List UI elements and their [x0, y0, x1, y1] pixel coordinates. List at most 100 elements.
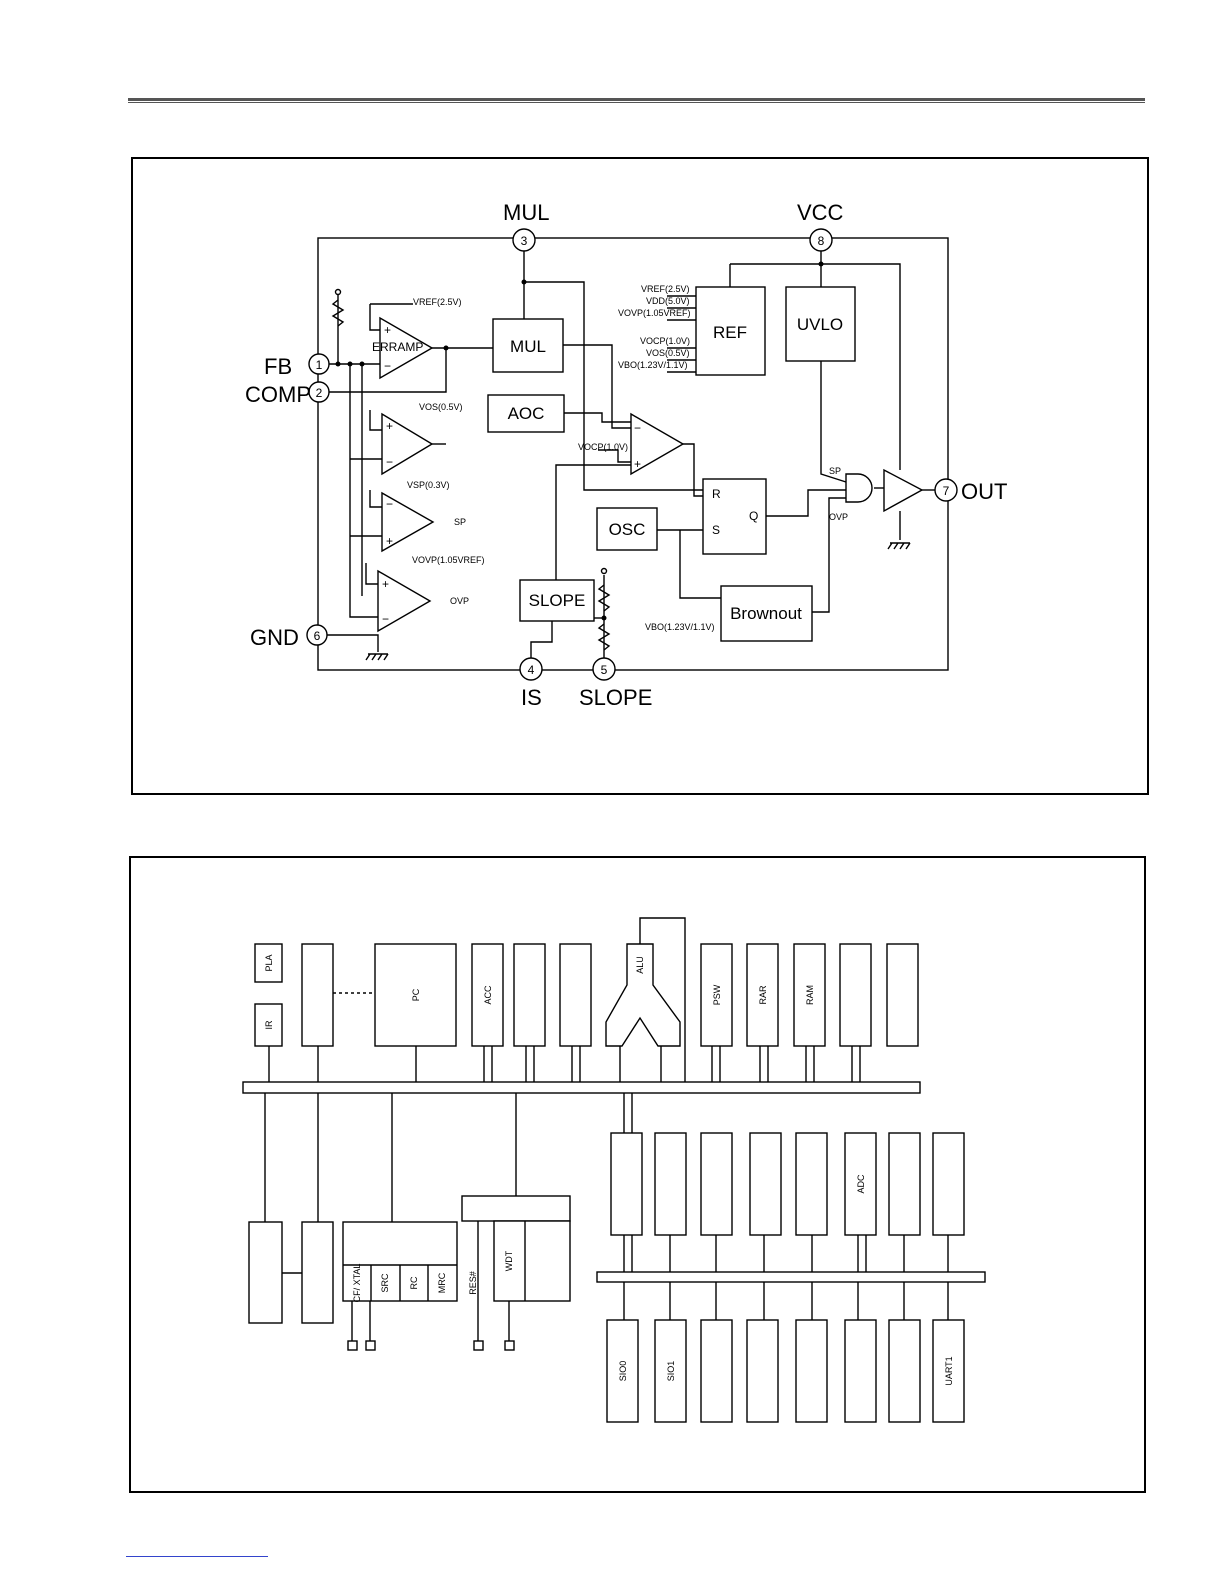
pin-label-gnd: GND	[250, 625, 299, 650]
erramp-plus: +	[384, 323, 391, 337]
wdt-label: WDT	[504, 1250, 514, 1271]
pin-label-vcc: VCC	[797, 200, 844, 225]
ocp-comp-minus: −	[634, 421, 641, 435]
sr-latch-block	[702, 478, 767, 555]
vos-comp-plus: +	[386, 419, 393, 433]
latch-s-label: S	[712, 523, 720, 537]
terminal-dot	[334, 288, 342, 296]
external-pin	[504, 1340, 515, 1351]
osc-block	[596, 507, 658, 551]
ref-vos-label: VOS(0.5V)	[646, 348, 690, 358]
pc-label: PC	[411, 988, 421, 1001]
mid-block-3	[700, 1132, 733, 1236]
pin-2-number: 2	[316, 386, 323, 400]
vovp-label: VOVP(1.05VREF)	[412, 555, 485, 565]
pfc-controller-diagram: 1 2 3 8 6 4 5 7 MUL VCC FB COMP GND OUT …	[245, 200, 1007, 710]
output-driver	[883, 468, 924, 513]
latch-r-label: R	[712, 487, 721, 501]
top-block-6	[559, 943, 592, 1047]
aoc-block	[487, 394, 565, 433]
rar-block	[746, 943, 779, 1047]
header-rule-top	[128, 98, 1145, 101]
erramp-amplifier	[379, 316, 434, 380]
pin-label-fb: FB	[264, 354, 292, 379]
clock-cell-rc: RC	[409, 1276, 419, 1289]
sp-output-label: SP	[454, 517, 466, 527]
alu-block	[605, 943, 681, 1047]
external-pin	[347, 1340, 358, 1351]
pin-7-number: 7	[943, 484, 950, 498]
mid-block-1	[610, 1132, 643, 1236]
ref-vdd-label: VDD(5.0V)	[646, 296, 690, 306]
junction-dot	[443, 345, 449, 351]
left-block-b	[301, 1221, 334, 1324]
bottom-block-4	[746, 1319, 779, 1423]
sp-gate-label: SP	[829, 466, 841, 476]
internal-bus-main	[242, 1081, 921, 1094]
sio0-block	[606, 1319, 639, 1423]
vsp-label: VSP(0.3V)	[407, 480, 450, 490]
terminal-dot	[600, 567, 608, 575]
pin-label-mul: MUL	[503, 200, 549, 225]
res-label: RES#	[468, 1271, 478, 1295]
ref-block	[695, 286, 766, 376]
pc-block	[374, 943, 457, 1047]
external-pin	[365, 1340, 376, 1351]
ref-vovp-label: VOVP(1.05VREF)	[618, 308, 691, 318]
bottom-block-7	[888, 1319, 921, 1423]
clock-cell-cf-xtal: CF/ XTAL	[352, 1264, 362, 1303]
pin-3-number: 3	[521, 234, 528, 248]
acc-label: ACC	[483, 985, 493, 1005]
junction-dot	[335, 361, 341, 367]
brownout-block-label: Brownout	[730, 604, 802, 623]
clock-cell-src: SRC	[380, 1273, 390, 1293]
osc-block-label: OSC	[609, 520, 646, 539]
mid-block-4	[749, 1132, 782, 1236]
junction-dot	[521, 279, 527, 285]
vos-label: VOS(0.5V)	[419, 402, 463, 412]
pin-8-number: 8	[818, 234, 825, 248]
sio0-label: SIO0	[618, 1361, 628, 1382]
junction-dot	[347, 361, 353, 367]
bottom-block-5	[795, 1319, 828, 1423]
psw-block	[700, 943, 733, 1047]
clock-cell-mrc: MRC	[437, 1272, 447, 1293]
pin-1-number: 1	[316, 358, 323, 372]
mul-block	[492, 318, 564, 373]
and-gate	[845, 473, 873, 503]
sio1-label: SIO1	[666, 1361, 676, 1382]
brownout-block	[720, 585, 813, 642]
sio1-block	[654, 1319, 687, 1423]
junction-dot	[601, 615, 607, 621]
mid-block-7	[888, 1132, 921, 1236]
acc-block	[471, 943, 504, 1047]
ovp-gate-label: OVP	[829, 512, 848, 522]
ovp-output-label: OVP	[450, 596, 469, 606]
adc-block	[844, 1132, 877, 1236]
pin-label-is: IS	[521, 685, 542, 710]
vref-label: VREF(2.5V)	[413, 297, 462, 307]
ir-label: IR	[264, 1020, 274, 1030]
pin-5-number: 5	[601, 663, 608, 677]
ref-vbo-label: VBO(1.23V/1.1V)	[618, 360, 688, 370]
slope-block	[519, 579, 595, 622]
ground-symbol	[365, 542, 911, 661]
internal-bus-peripheral	[596, 1271, 986, 1283]
ram-block	[793, 943, 826, 1047]
pin-label-comp: COMP	[245, 382, 311, 407]
external-pin	[473, 1340, 484, 1351]
pfc-wiring	[327, 251, 935, 658]
bottom-block-6	[844, 1319, 877, 1423]
erramp-minus: −	[384, 359, 391, 373]
mid-block-2	[654, 1132, 687, 1236]
adc-label: ADC	[856, 1174, 866, 1194]
top-block-5	[513, 943, 546, 1047]
ic-outline	[317, 237, 949, 671]
footer-link-underline[interactable]	[126, 1556, 268, 1557]
slope-block-label: SLOPE	[529, 591, 586, 610]
sp-comparator	[381, 491, 435, 553]
bottom-block-3	[700, 1319, 733, 1423]
junction-dot	[818, 261, 824, 267]
vos-comparator	[381, 412, 434, 476]
